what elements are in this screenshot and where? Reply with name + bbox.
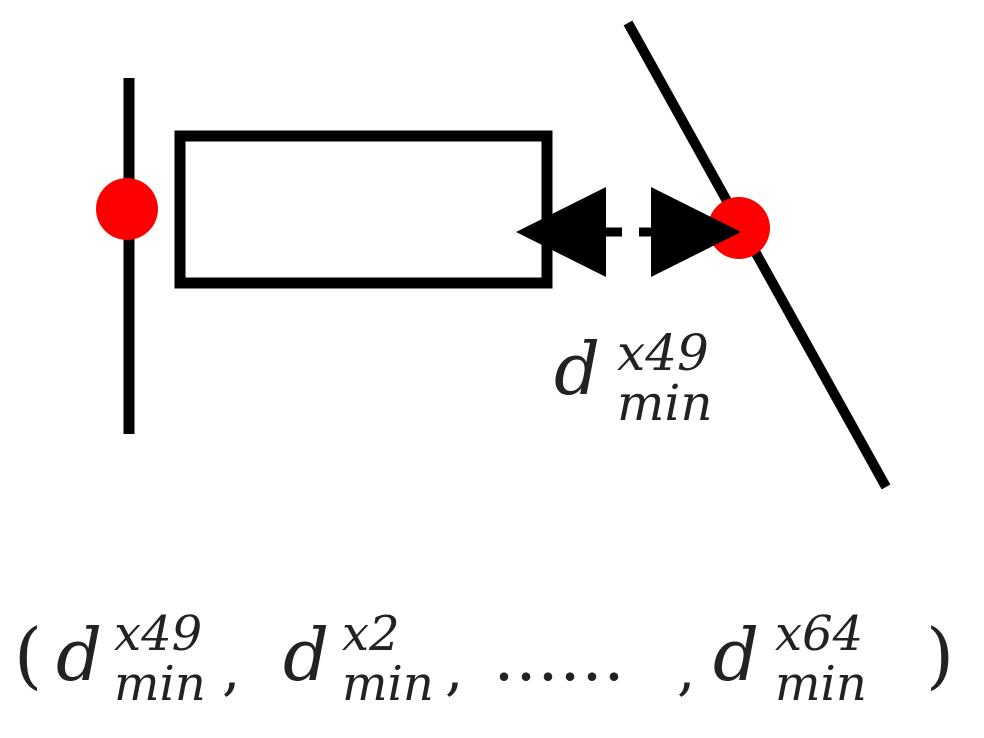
tuple-open-paren: (: [14, 613, 42, 697]
tuple-ellipsis-separator: ,: [677, 635, 695, 703]
left-intersection-point: [96, 178, 158, 240]
tuple-item-1-base: d: [56, 613, 102, 697]
distance-label-base: d: [554, 327, 600, 411]
distance-label: d x49 min: [554, 324, 713, 432]
tuple-ellipsis: ……: [493, 619, 625, 696]
tuple-separator-2: ,: [445, 635, 463, 703]
tuple-item-2-base: d: [283, 613, 329, 697]
right-boundary-line: [623, 20, 891, 490]
tuple-item-1-superscript: x49: [114, 606, 202, 662]
distance-tuple: ( d x49 min , d x2 min , …… , d x64 min …: [14, 606, 954, 712]
tuple-item-3-subscript: min: [775, 656, 867, 712]
tuple-item-2-superscript: x2: [342, 606, 400, 662]
distance-label-subscript: min: [617, 374, 713, 432]
tuple-item-3-base: d: [713, 613, 759, 697]
tuple-close-paren: ): [926, 613, 954, 697]
right-intersection-point: [708, 197, 770, 259]
tuple-separator-1: ,: [222, 635, 240, 703]
tuple-item-2-subscript: min: [342, 656, 434, 712]
tuple-item-1-subscript: min: [114, 656, 206, 712]
tuple-item-3-superscript: x64: [775, 606, 863, 662]
distance-label-superscript: x49: [617, 324, 709, 382]
